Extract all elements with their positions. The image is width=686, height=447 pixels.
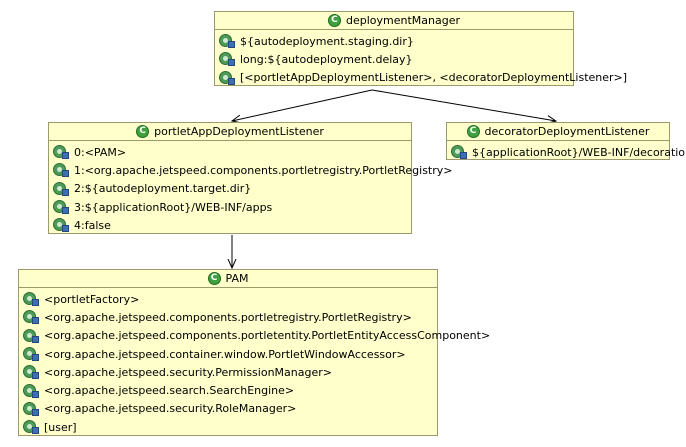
property-row[interactable]: 4:false [49,216,411,234]
property-row[interactable]: 1:<org.apache.jetspeed.components.portle… [49,161,453,179]
property-value: 0:<PAM> [74,145,127,159]
property-icon [53,163,69,178]
bean-title: decoratorDeploymentListener [484,125,650,138]
edge-deploymentManager-to-decoratorDeploymentListener [371,89,556,121]
property-icon [23,310,39,325]
bean-header: C decoratorDeploymentListener [447,123,669,141]
property-value: 1:<org.apache.jetspeed.components.portle… [74,163,453,177]
property-icon [23,401,39,416]
class-icon: C [136,125,150,138]
property-icon [23,420,39,435]
bean-title: deploymentManager [345,14,460,27]
property-icon [53,181,69,196]
property-row[interactable]: <org.apache.jetspeed.security.RoleManage… [19,400,437,418]
property-row[interactable]: <org.apache.jetspeed.components.portlete… [19,327,490,345]
bean-PAM[interactable]: C PAM <portletFactory> <org.apache.jetsp… [18,269,490,436]
class-icon: C [466,125,480,138]
bean-title: portletAppDeploymentListener [154,125,324,138]
bean-decoratorDeploymentListener[interactable]: C decoratorDeploymentListener ${applicat… [446,122,686,161]
bean-header: C deploymentManager [215,12,573,30]
property-row[interactable]: ${applicationRoot}/WEB-INF/decorations [447,143,686,161]
property-value: ${applicationRoot}/WEB-INF/decorations [472,145,686,159]
property-row[interactable]: [user] [19,418,437,436]
property-icon [23,328,39,343]
property-icon [219,70,235,85]
property-row[interactable]: [<portletAppDeploymentListener>, <decora… [215,69,627,87]
property-row[interactable]: <org.apache.jetspeed.security.Permission… [19,363,437,381]
property-value: 4:false [74,218,111,232]
property-value: 2:${autodeployment.target.dir} [74,182,252,196]
property-value: ${autodeployment.staging.dir} [240,34,414,48]
property-value: <org.apache.jetspeed.security.RoleManage… [44,402,297,416]
property-icon [53,218,69,233]
property-row[interactable]: <org.apache.jetspeed.components.portletr… [19,308,437,326]
property-row[interactable]: 3:${applicationRoot}/WEB-INF/apps [49,198,411,216]
property-value: 3:${applicationRoot}/WEB-INF/apps [74,200,273,214]
property-value: <org.apache.jetspeed.security.Permission… [44,365,332,379]
property-value: long:${autodeployment.delay} [240,52,413,66]
property-value: <org.apache.jetspeed.components.portlete… [44,329,491,343]
property-row[interactable]: 0:<PAM> [49,143,411,161]
property-icon [53,200,69,215]
bean-deploymentManager[interactable]: C deploymentManager ${autodeployment.sta… [214,11,627,87]
property-row[interactable]: <portletFactory> [19,290,437,308]
edge-deploymentManager-to-portletAppDeploymentListener [232,89,373,121]
property-value: <org.apache.jetspeed.search.SearchEngine… [44,384,295,398]
class-icon: C [327,14,341,27]
property-value: <org.apache.jetspeed.container.window.Po… [44,347,406,361]
property-value: [user] [44,420,77,434]
class-icon: C [207,272,221,285]
property-row[interactable]: <org.apache.jetspeed.search.SearchEngine… [19,381,437,399]
property-row[interactable]: long:${autodeployment.delay} [215,50,573,68]
property-icon [53,145,69,160]
property-icon [219,34,235,49]
property-icon [23,292,39,307]
property-value: [<portletAppDeploymentListener>, <decora… [240,71,628,85]
bean-header: C portletAppDeploymentListener [49,123,411,141]
property-icon [23,347,39,362]
property-value: <portletFactory> [44,292,140,306]
property-icon [23,365,39,380]
property-value: <org.apache.jetspeed.components.portletr… [44,310,412,324]
property-icon [219,52,235,67]
property-row[interactable]: 2:${autodeployment.target.dir} [49,180,411,198]
bean-title: PAM [225,272,249,285]
property-icon [23,383,39,398]
property-row[interactable]: <org.apache.jetspeed.container.window.Po… [19,345,437,363]
bean-portletAppDeploymentListener[interactable]: C portletAppDeploymentListener 0:<PAM> 1… [48,122,453,234]
property-row[interactable]: ${autodeployment.staging.dir} [215,32,573,50]
bean-header: C PAM [19,270,437,288]
property-icon [451,145,467,160]
